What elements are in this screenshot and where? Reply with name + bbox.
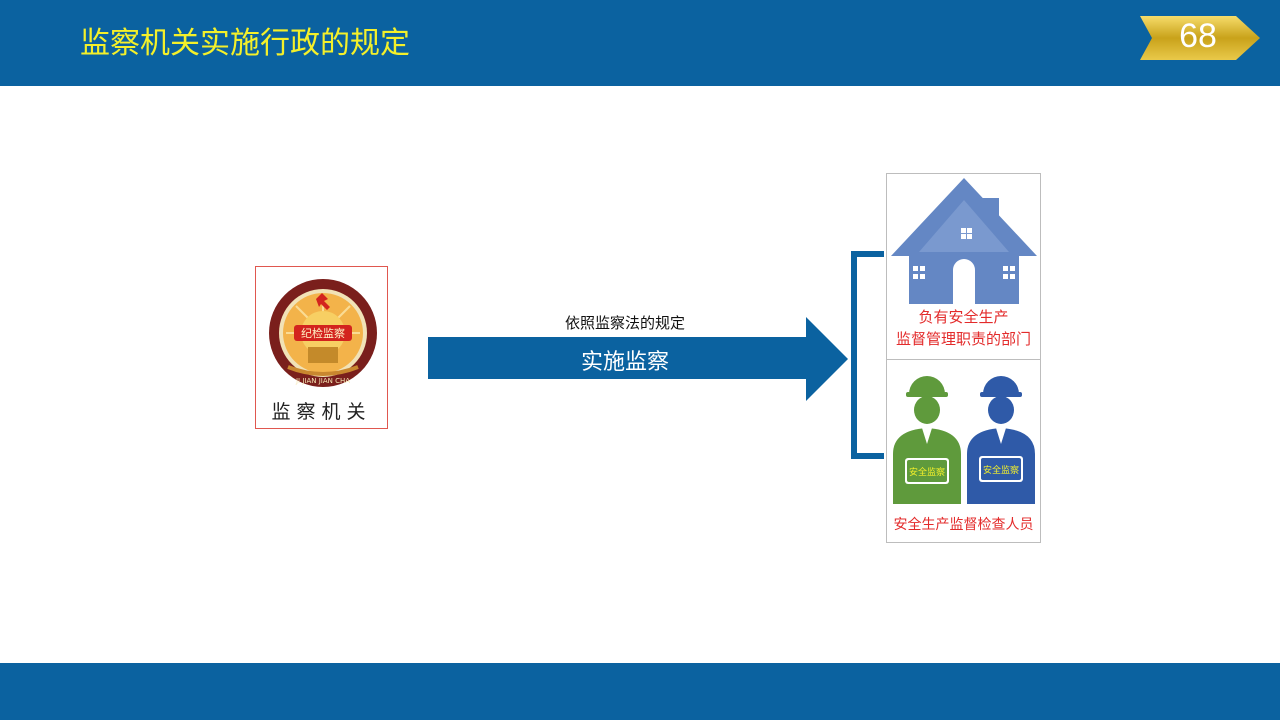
emblem-text: 纪检监察 — [301, 326, 345, 340]
supervised-targets-panel: 负有安全生产 监督管理职责的部门 安全监察 安全监察 安全生产监督检查人员 — [886, 173, 1041, 543]
panel-divider — [887, 359, 1040, 360]
department-label: 负有安全生产 监督管理职责的部门 — [887, 306, 1040, 350]
header-bar — [0, 0, 1280, 86]
department-label-line2: 监督管理职责的部门 — [895, 330, 1031, 348]
supervision-organ-label: 监察机关 — [271, 401, 372, 423]
flow-arrow — [428, 317, 848, 401]
department-label-line1: 负有安全生产 — [918, 308, 1009, 326]
page-number-badge — [1140, 16, 1260, 60]
footer-bar — [0, 663, 1280, 720]
emblem-ring-text: JI JIAN JIAN CHA — [295, 377, 350, 385]
inspector-badge-text: 安全监察 — [909, 466, 945, 478]
inspector-icon: 安全监察 安全监察 — [893, 376, 1035, 504]
legal-basis-text: 依照监察法的规定 — [564, 314, 685, 332]
building-icon — [891, 178, 1037, 304]
supervision-organ-card: 纪检监察 JI JIAN JIAN CHA 监察机关 — [255, 266, 388, 429]
page-number: 68 — [1179, 17, 1217, 55]
inspector-badge-text-2: 安全监察 — [983, 464, 1019, 476]
action-text: 实施监察 — [580, 350, 669, 375]
inspector-label: 安全生产监督检查人员 — [893, 517, 1034, 533]
page-title: 监察机关实施行政的规定 — [80, 26, 410, 61]
target-bracket — [851, 251, 884, 459]
discipline-inspection-emblem-icon: 纪检监察 JI JIAN JIAN CHA — [269, 279, 377, 387]
